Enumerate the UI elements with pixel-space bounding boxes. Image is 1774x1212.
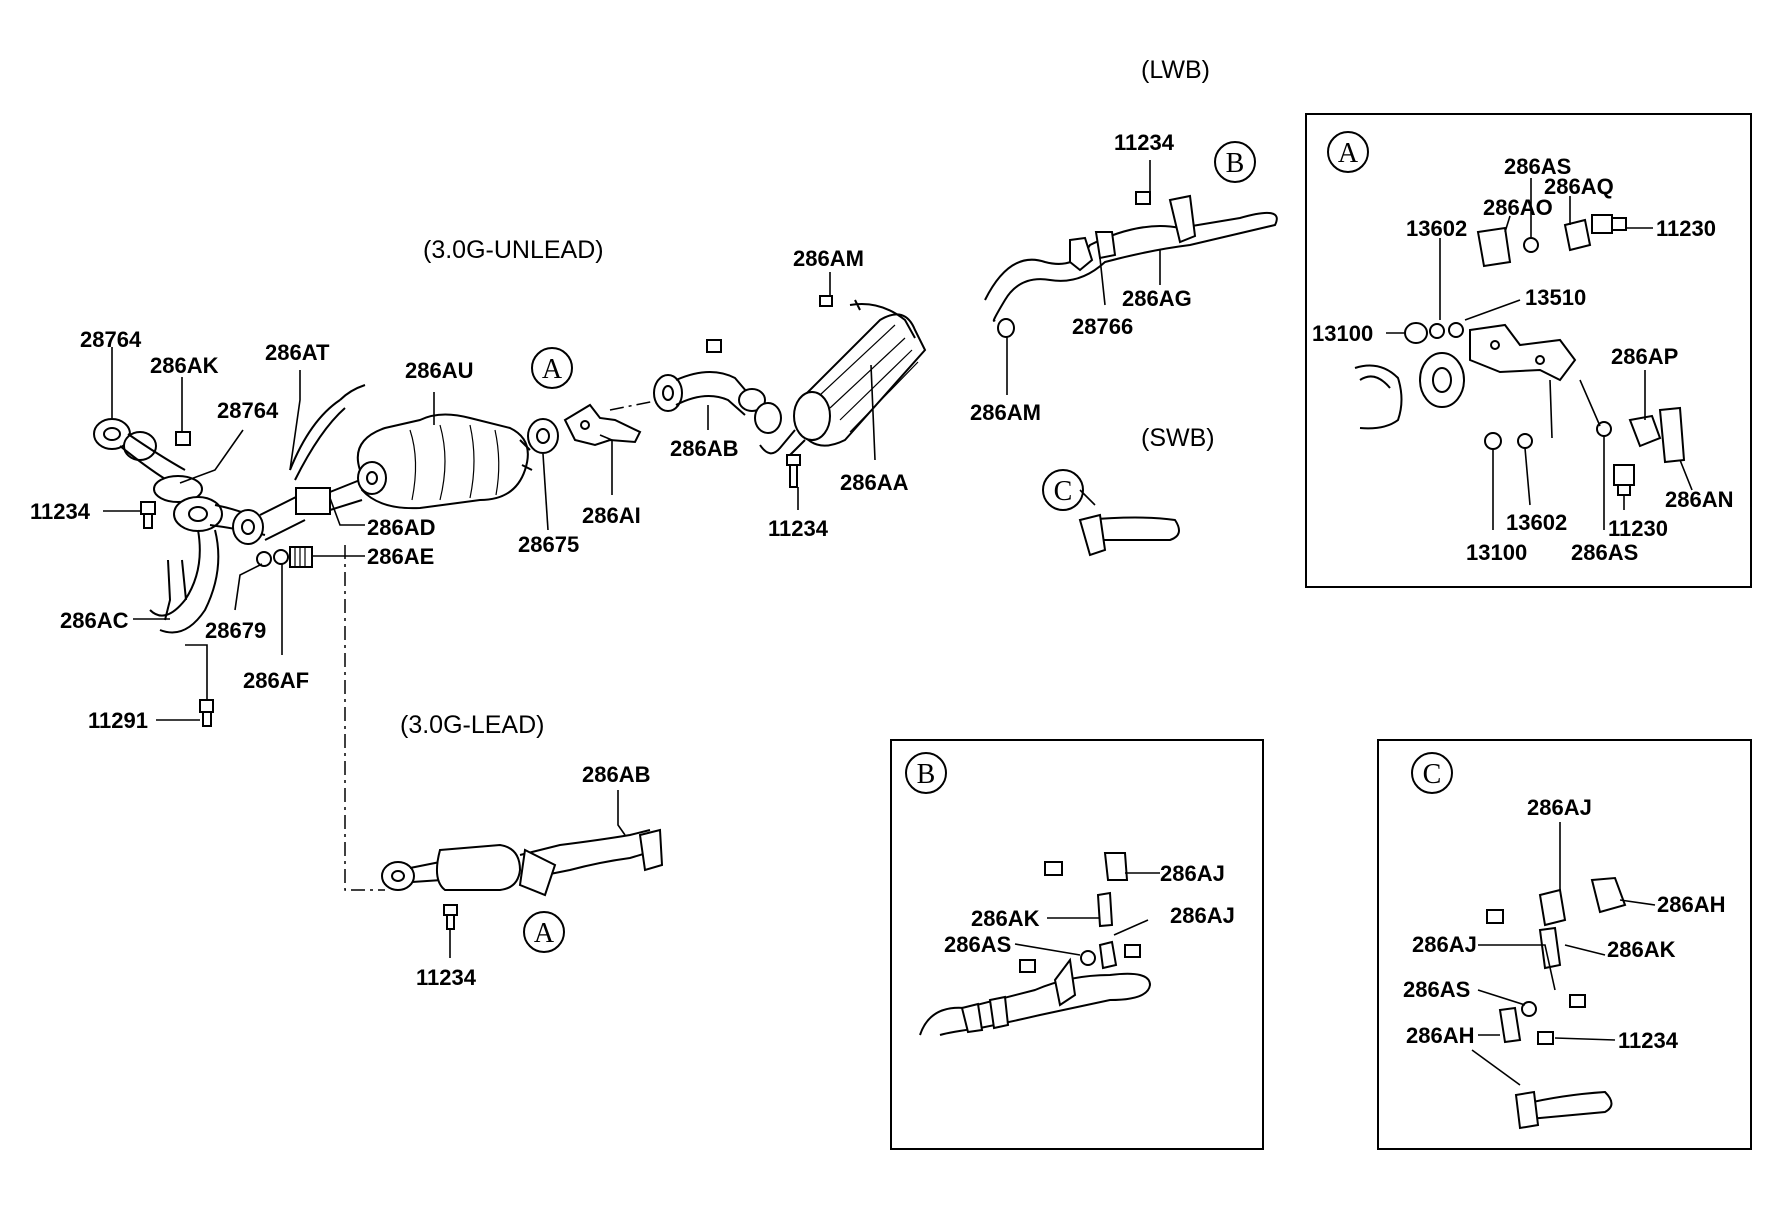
label-286ai: 286AI bbox=[582, 503, 641, 528]
callout-c-swb: C bbox=[1042, 469, 1084, 511]
label-11291: 11291 bbox=[88, 708, 148, 733]
label-a-286an: 286AN bbox=[1665, 487, 1733, 512]
detail-b-panel: B 286AJ 286AK 286AJ 286AS bbox=[890, 739, 1264, 1150]
label-286au: 286AU bbox=[405, 358, 473, 383]
svg-text:C: C bbox=[1423, 759, 1442, 790]
label-a-286ao: 286AO bbox=[1483, 195, 1553, 220]
label-a-13602-top: 13602 bbox=[1406, 216, 1467, 241]
label-a-286as-bot: 286AS bbox=[1571, 540, 1638, 565]
label-c-286aj-top: 286AJ bbox=[1527, 795, 1592, 820]
label-11234-lead: 11234 bbox=[416, 965, 477, 990]
detail-a-panel: A 2 bbox=[1305, 113, 1752, 588]
muffler-286aa bbox=[754, 295, 927, 456]
front-pipe-assembly bbox=[93, 384, 366, 634]
leader-lines-main bbox=[103, 160, 1161, 958]
label-28764-top: 28764 bbox=[80, 327, 142, 352]
label-a-286as-top: 286AS bbox=[1504, 154, 1571, 179]
label-286ak: 286AK bbox=[150, 353, 219, 378]
label-a-13100-bot: 13100 bbox=[1466, 540, 1527, 565]
detail-c-panel: C 286AJ 286AH 286AJ 286AK 286AS 286AH 11… bbox=[1377, 739, 1752, 1150]
label-28679: 28679 bbox=[205, 618, 266, 643]
label-28764-mid: 28764 bbox=[217, 398, 279, 423]
label-286aa: 286AA bbox=[840, 470, 909, 495]
tail-pipe-lwb bbox=[984, 191, 1278, 338]
svg-text:B: B bbox=[917, 759, 936, 790]
gasket-28679-and-spring bbox=[256, 546, 313, 568]
label-28675: 28675 bbox=[518, 532, 579, 557]
svg-text:C: C bbox=[1054, 476, 1073, 507]
bolt-11234-mid bbox=[786, 454, 801, 488]
label-b-286aj-top: 286AJ bbox=[1160, 861, 1225, 886]
callout-b-lwb: B bbox=[1214, 141, 1256, 183]
nut-286ak bbox=[175, 431, 191, 446]
callout-a-main: A bbox=[531, 347, 573, 389]
svg-text:A: A bbox=[1338, 138, 1359, 169]
label-286ac: 286AC bbox=[60, 608, 129, 633]
label-a-13100-left: 13100 bbox=[1312, 321, 1373, 346]
label-286am-lwb: 286AM bbox=[970, 400, 1041, 425]
label-c-286ak: 286AK bbox=[1607, 937, 1676, 962]
label-b-286as: 286AS bbox=[944, 932, 1011, 957]
label-286at: 286AT bbox=[265, 340, 330, 365]
label-a-11230-bot: 11230 bbox=[1608, 516, 1668, 541]
lead-pipe-assembly bbox=[381, 828, 664, 930]
callout-a-lead: A bbox=[523, 911, 565, 953]
label-a-11230-top: 11230 bbox=[1656, 216, 1716, 241]
label-11234-lwb: 11234 bbox=[1114, 130, 1175, 155]
caption-unlead: (3.0G-UNLEAD) bbox=[423, 236, 604, 264]
label-b-286aj-mid: 286AJ bbox=[1170, 903, 1235, 928]
label-c-286ah-bot: 286AH bbox=[1406, 1023, 1474, 1048]
bolt-11234-left bbox=[140, 501, 156, 529]
hanger-286ai bbox=[563, 399, 661, 447]
gasket-28675 bbox=[527, 418, 559, 454]
label-a-13510: 13510 bbox=[1525, 285, 1586, 310]
caption-swb: (SWB) bbox=[1141, 424, 1215, 452]
label-c-11234: 11234 bbox=[1618, 1028, 1679, 1053]
caption-lead: (3.0G-LEAD) bbox=[400, 711, 544, 739]
svg-text:A: A bbox=[542, 354, 563, 385]
label-286ab-top: 286AB bbox=[670, 436, 738, 461]
center-pipe-286ab bbox=[653, 339, 766, 416]
label-c-286aj-mid: 286AJ bbox=[1412, 932, 1477, 957]
link-line-lead bbox=[344, 545, 385, 891]
label-28766: 28766 bbox=[1072, 314, 1133, 339]
svg-text:A: A bbox=[534, 918, 555, 949]
label-286ag: 286AG bbox=[1122, 286, 1192, 311]
catalytic-converter-286au bbox=[356, 413, 533, 510]
tail-pipe-swb bbox=[1078, 513, 1180, 557]
label-286ad: 286AD bbox=[367, 515, 435, 540]
label-c-286as: 286AS bbox=[1403, 977, 1470, 1002]
label-a-286ap: 286AP bbox=[1611, 344, 1678, 369]
label-286am-top: 286AM bbox=[793, 246, 864, 271]
label-11234-mid: 11234 bbox=[768, 516, 829, 541]
label-b-286ak: 286AK bbox=[971, 906, 1040, 931]
bolt-11291 bbox=[199, 699, 214, 727]
label-286ab-lead: 286AB bbox=[582, 762, 650, 787]
label-a-13602-bot: 13602 bbox=[1506, 510, 1567, 535]
label-11234-left: 11234 bbox=[30, 499, 91, 524]
label-c-286ah-top: 286AH bbox=[1657, 892, 1725, 917]
caption-lwb: (LWB) bbox=[1141, 56, 1210, 84]
svg-text:B: B bbox=[1226, 148, 1245, 179]
label-a-286aq: 286AQ bbox=[1544, 174, 1614, 199]
label-286ae: 286AE bbox=[367, 544, 434, 569]
label-286af: 286AF bbox=[243, 668, 309, 693]
